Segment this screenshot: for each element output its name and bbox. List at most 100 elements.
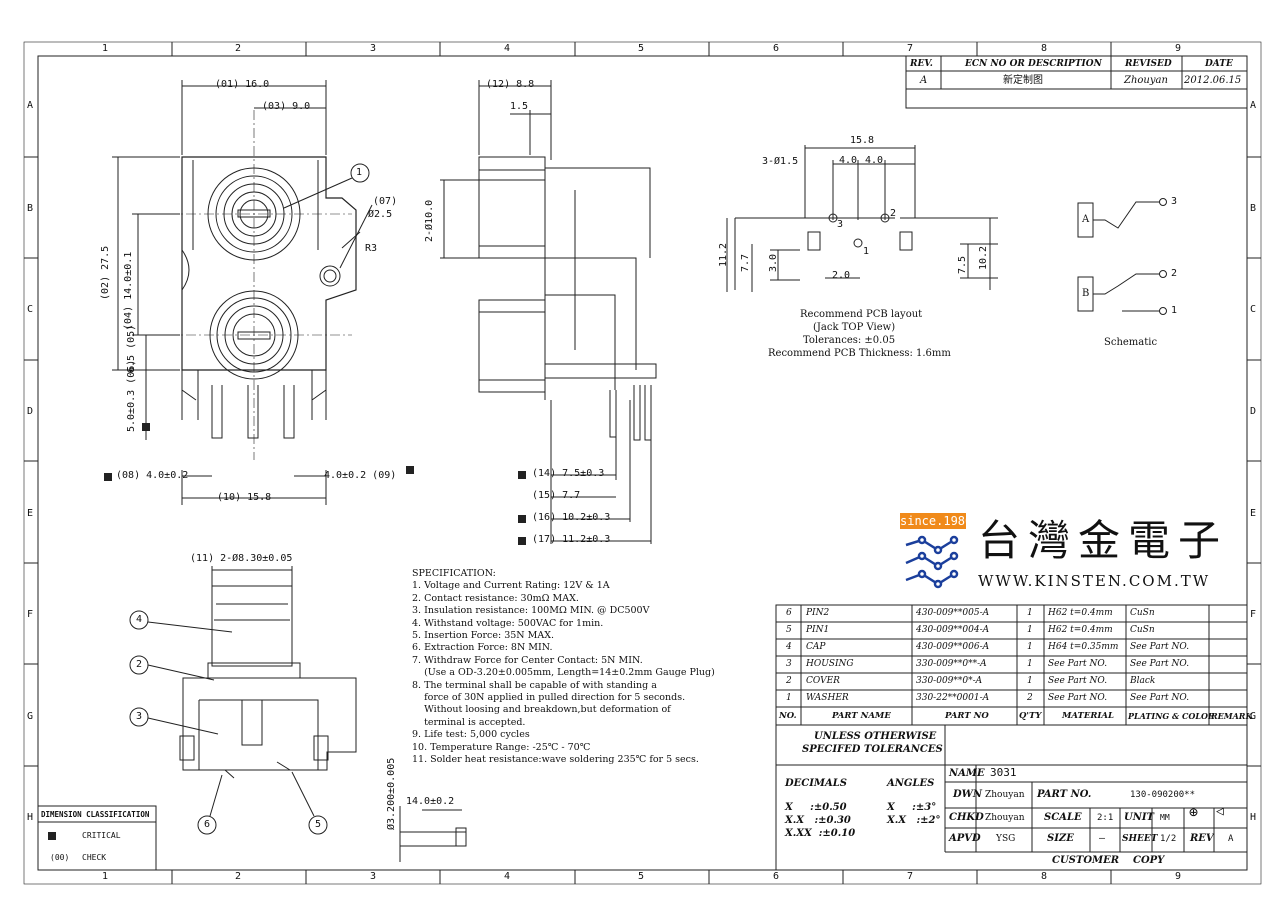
bom-cell: 2 bbox=[786, 676, 792, 686]
schematic-caption: Schematic bbox=[1104, 337, 1158, 348]
dim-label: (17) 11.2±0.3 bbox=[532, 534, 611, 545]
balloon-5: 5 bbox=[315, 819, 322, 830]
bom-cell: 5 bbox=[786, 625, 792, 635]
grid-col: 2 bbox=[235, 871, 242, 882]
grid-col: 9 bbox=[1175, 43, 1182, 54]
bom-header: PART NO bbox=[945, 711, 989, 721]
bom-cell: CuSn bbox=[1130, 625, 1155, 635]
rev-value: A bbox=[1228, 834, 1234, 844]
pin-1: 1 bbox=[863, 246, 870, 257]
dwn-label: DWN bbox=[953, 789, 983, 800]
spec-line: 9. Life test: 5,000 cycles bbox=[412, 729, 530, 741]
dim-label: (04) 14.0±0.1 bbox=[123, 251, 134, 330]
grid-col: 7 bbox=[907, 43, 914, 54]
bom-cell: HOUSING bbox=[806, 659, 854, 669]
bom-header: MATERIAL bbox=[1062, 711, 1114, 721]
dim-label: (12) 8.8 bbox=[486, 79, 535, 90]
dim-class-critical: CRITICAL bbox=[82, 831, 121, 840]
grid-row: H bbox=[1250, 812, 1257, 823]
balloon-6: 6 bbox=[204, 819, 211, 830]
dim-class-title: DIMENSION CLASSIFICATION bbox=[41, 810, 150, 819]
schematic-pin2: 2 bbox=[1171, 268, 1178, 279]
bom-cell: PIN2 bbox=[806, 608, 830, 618]
bom-cell: 1 bbox=[1027, 608, 1033, 618]
grid-row: G bbox=[1250, 711, 1257, 722]
bom-header: PART NAME bbox=[832, 711, 891, 721]
grid-row: B bbox=[27, 203, 34, 214]
grid-col: 1 bbox=[102, 43, 109, 54]
schematic-a: A bbox=[1082, 214, 1090, 225]
company-website: WWW.KINSTEN.COM.TW bbox=[978, 572, 1211, 590]
bom-cell: H64 t=0.35mm bbox=[1048, 642, 1119, 652]
spec-line: terminal is accepted. bbox=[412, 716, 526, 728]
sheet-value: 1/2 bbox=[1160, 834, 1177, 844]
rev-value: A bbox=[920, 75, 928, 86]
sheet-label: SHEET bbox=[1122, 834, 1158, 844]
spec-line: 7. Withdraw Force for Center Contact: 5N… bbox=[412, 654, 643, 666]
ang-xx: X.X :±2° bbox=[887, 815, 941, 826]
dim-label: Ø2.5 bbox=[368, 209, 393, 220]
bom-cell: 430-009**005-A bbox=[916, 608, 990, 618]
rev-revised-by: Zhouyan bbox=[1124, 75, 1168, 86]
scale-label: SCALE bbox=[1044, 812, 1082, 823]
grid-col: 4 bbox=[504, 43, 511, 54]
spec-line: 2. Contact resistance: 30mΩ MAX. bbox=[412, 592, 579, 604]
schematic-pin3: 3 bbox=[1171, 196, 1178, 207]
bom-cell: 4 bbox=[786, 642, 792, 652]
customer-copy: CUSTOMER COPY bbox=[1052, 855, 1165, 866]
partno-value: 130-090200** bbox=[1130, 790, 1196, 800]
dim-label: (08) 4.0±0.2 bbox=[116, 470, 189, 481]
ang-x: X :±3° bbox=[887, 802, 937, 813]
grid-col: 5 bbox=[638, 871, 645, 882]
chkd-label: CHKD bbox=[949, 812, 984, 823]
grid-row: C bbox=[1250, 304, 1257, 315]
grid-col: 5 bbox=[638, 43, 645, 54]
grid-row: D bbox=[27, 406, 34, 417]
dim-label: 15.8 bbox=[850, 135, 875, 146]
dim-label: (07) bbox=[373, 196, 398, 207]
grid-col: 3 bbox=[370, 871, 377, 882]
grid-row: F bbox=[27, 609, 34, 620]
grid-row: A bbox=[1250, 100, 1257, 111]
pin-2: 2 bbox=[890, 208, 897, 219]
dim-class-check: CHECK bbox=[82, 853, 107, 862]
bom-cell: See Part NO. bbox=[1048, 693, 1108, 703]
bom-cell: 330-009**0**-A bbox=[916, 659, 987, 669]
plug-diameter: Ø3.200±0.005 bbox=[386, 757, 397, 830]
grid-col: 4 bbox=[504, 871, 511, 882]
balloon-4: 4 bbox=[136, 614, 143, 625]
size-label: SIZE bbox=[1047, 833, 1074, 844]
bom-cell: 330-009**0*-A bbox=[916, 676, 983, 686]
grid-col: 6 bbox=[773, 871, 780, 882]
decimals-label: DECIMALS bbox=[785, 778, 848, 789]
bom-header: PLATING & COLOR bbox=[1128, 711, 1215, 721]
grid-col: 8 bbox=[1041, 871, 1048, 882]
grid-row: B bbox=[1250, 203, 1257, 214]
grid-col: 9 bbox=[1175, 871, 1182, 882]
size-value: — bbox=[1099, 833, 1106, 844]
spec-line: 8. The terminal shall be capable of with… bbox=[412, 679, 657, 691]
dim-label: 10.2 bbox=[978, 245, 989, 270]
bom-cell: 6 bbox=[786, 608, 792, 618]
pcb-caption: Recommend PCB Thickness: 1.6mm bbox=[768, 348, 951, 359]
dim-label: (14) 7.5±0.3 bbox=[532, 468, 605, 479]
spec-line: (Use a OD-3.20±0.005mm, Length=14±0.2mm … bbox=[412, 667, 715, 679]
tol-xxx: X.XX :±0.10 bbox=[785, 828, 856, 839]
balloon-2: 2 bbox=[136, 659, 143, 670]
spec-line: 4. Withstand voltage: 500VAC for 1min. bbox=[412, 617, 604, 629]
spec-line: 11. Solder heat resistance:wave solderin… bbox=[412, 754, 699, 766]
unit-label: UNIT bbox=[1124, 812, 1154, 823]
dim-label: 2.0 bbox=[832, 270, 851, 281]
pcb-caption: (Jack TOP View) bbox=[813, 322, 896, 333]
name-label: NAME bbox=[949, 768, 985, 779]
rev-description: 新定制图 bbox=[1003, 75, 1043, 86]
bom-cell: 1 bbox=[1027, 625, 1033, 635]
logo-since: since.1980 bbox=[900, 513, 973, 529]
grid-row: F bbox=[1250, 609, 1257, 620]
projection-symbol-icon: ⊕ bbox=[1189, 803, 1199, 821]
bom-cell: PIN1 bbox=[806, 625, 830, 635]
rev-label: REV bbox=[1190, 833, 1214, 844]
tol-xx: X.X :±0.30 bbox=[785, 815, 851, 826]
dim-label: 3-Ø1.5 bbox=[762, 156, 799, 167]
